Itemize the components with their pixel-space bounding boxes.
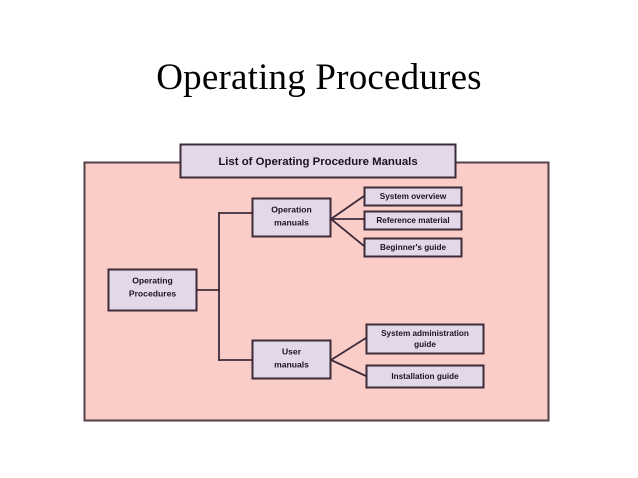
node-system-overview-label: System overview	[380, 192, 447, 201]
node-system-administration-guide-line2: guide	[414, 340, 436, 349]
node-operation-manuals[interactable]: Operation manuals	[251, 197, 332, 238]
node-system-overview[interactable]: System overview	[363, 186, 463, 207]
node-installation-guide-label: Installation guide	[391, 372, 459, 381]
node-installation-guide[interactable]: Installation guide	[365, 364, 485, 389]
header-box-label: List of Operating Procedure Manuals	[218, 156, 417, 168]
node-reference-material-label: Reference material	[376, 216, 449, 225]
connector-user-to-installation-guide	[329, 358, 368, 378]
node-system-administration-guide[interactable]: System administration guide	[365, 323, 485, 355]
node-reference-material[interactable]: Reference material	[363, 210, 463, 231]
header-box[interactable]: List of Operating Procedure Manuals	[179, 143, 457, 179]
node-beginners-guide[interactable]: Beginner's guide	[363, 237, 463, 258]
connector-lines	[196, 194, 368, 378]
node-user-manuals[interactable]: User manuals	[251, 339, 332, 380]
node-system-administration-guide-line1: System administration	[381, 329, 469, 338]
connector-operation-to-system-overview	[329, 194, 366, 221]
node-operation-manuals-line2: manuals	[274, 217, 309, 227]
page-title: Operating Procedures	[156, 57, 482, 98]
node-user-manuals-line2: manuals	[274, 359, 309, 369]
node-operating-procedures-line1: Operating	[132, 275, 173, 285]
connector-operation-to-beginners-guide	[329, 217, 366, 248]
node-operating-procedures[interactable]: Operating Procedures	[107, 268, 198, 312]
node-beginners-guide-label: Beginner's guide	[380, 243, 447, 252]
node-operating-procedures-line2: Procedures	[129, 288, 177, 298]
node-operation-manuals-line1: Operation	[271, 204, 312, 214]
node-user-manuals-line1: User	[282, 346, 302, 356]
connector-user-to-system-administration-guide	[329, 336, 368, 362]
